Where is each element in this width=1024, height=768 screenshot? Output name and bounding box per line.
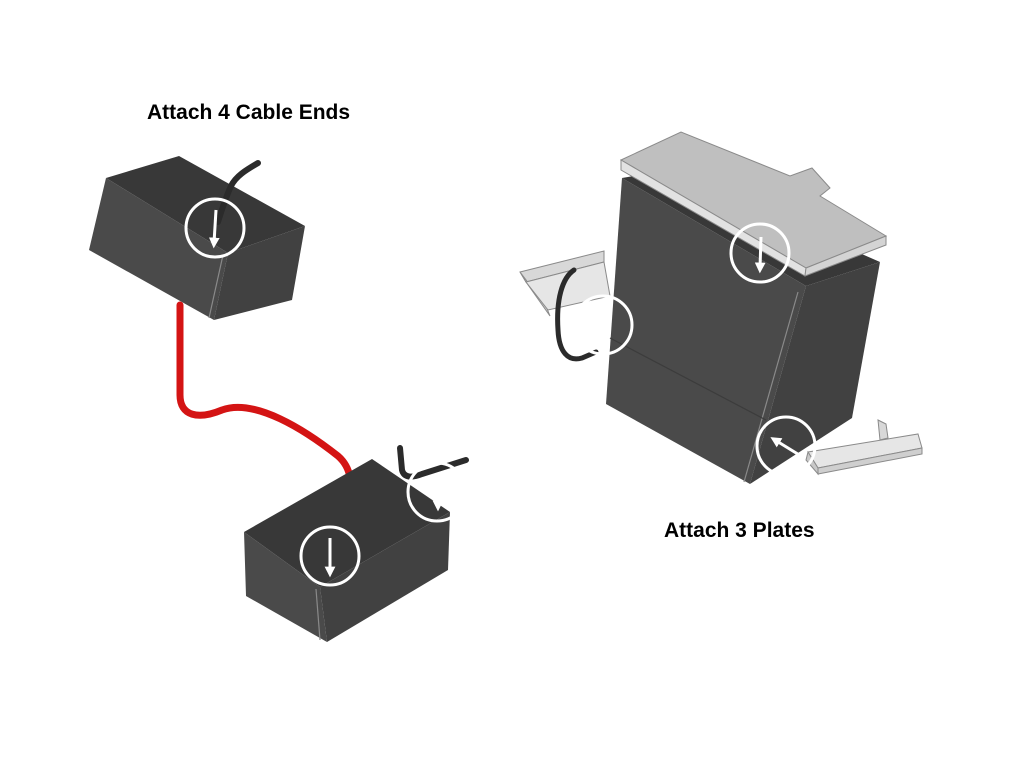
arrow-icon bbox=[598, 302, 610, 351]
arrow-icon bbox=[208, 209, 220, 249]
battery-lower-left bbox=[244, 459, 450, 642]
arrow-icon bbox=[770, 437, 802, 458]
callout-lower-battery-top bbox=[299, 525, 361, 587]
black-cable-upper bbox=[215, 160, 261, 225]
battery-top-face bbox=[244, 459, 450, 587]
battery-edge-line bbox=[208, 254, 224, 319]
callout-right-bracket bbox=[755, 415, 817, 477]
callout-lower-battery-cable bbox=[406, 461, 468, 523]
black-cable-hook bbox=[555, 267, 599, 362]
black-cable-lower bbox=[397, 445, 469, 480]
callout-top-plate bbox=[729, 222, 791, 284]
battery-side-face bbox=[320, 512, 450, 642]
battery-side-face bbox=[214, 226, 305, 320]
top-plate-side-lip bbox=[804, 235, 887, 277]
battery-front-face bbox=[244, 532, 327, 642]
battery-edge-line bbox=[315, 588, 321, 641]
battery-upper-left bbox=[89, 156, 305, 320]
arrow-icon bbox=[754, 236, 766, 274]
callout-upper-battery bbox=[184, 197, 246, 259]
battery-edge-line bbox=[743, 291, 799, 483]
callout-left-bracket bbox=[572, 294, 634, 356]
right-bracket-plate bbox=[805, 419, 923, 476]
battery-side-face bbox=[750, 262, 880, 484]
battery-top-face bbox=[106, 156, 305, 253]
caption-attach-cable-ends: Attach 4 Cable Ends bbox=[147, 101, 351, 124]
battery-front-face bbox=[89, 178, 228, 320]
caption-attach-plates: Attach 3 Plates bbox=[664, 519, 815, 542]
battery-front-face bbox=[606, 178, 806, 484]
battery-seam-line bbox=[609, 337, 767, 421]
